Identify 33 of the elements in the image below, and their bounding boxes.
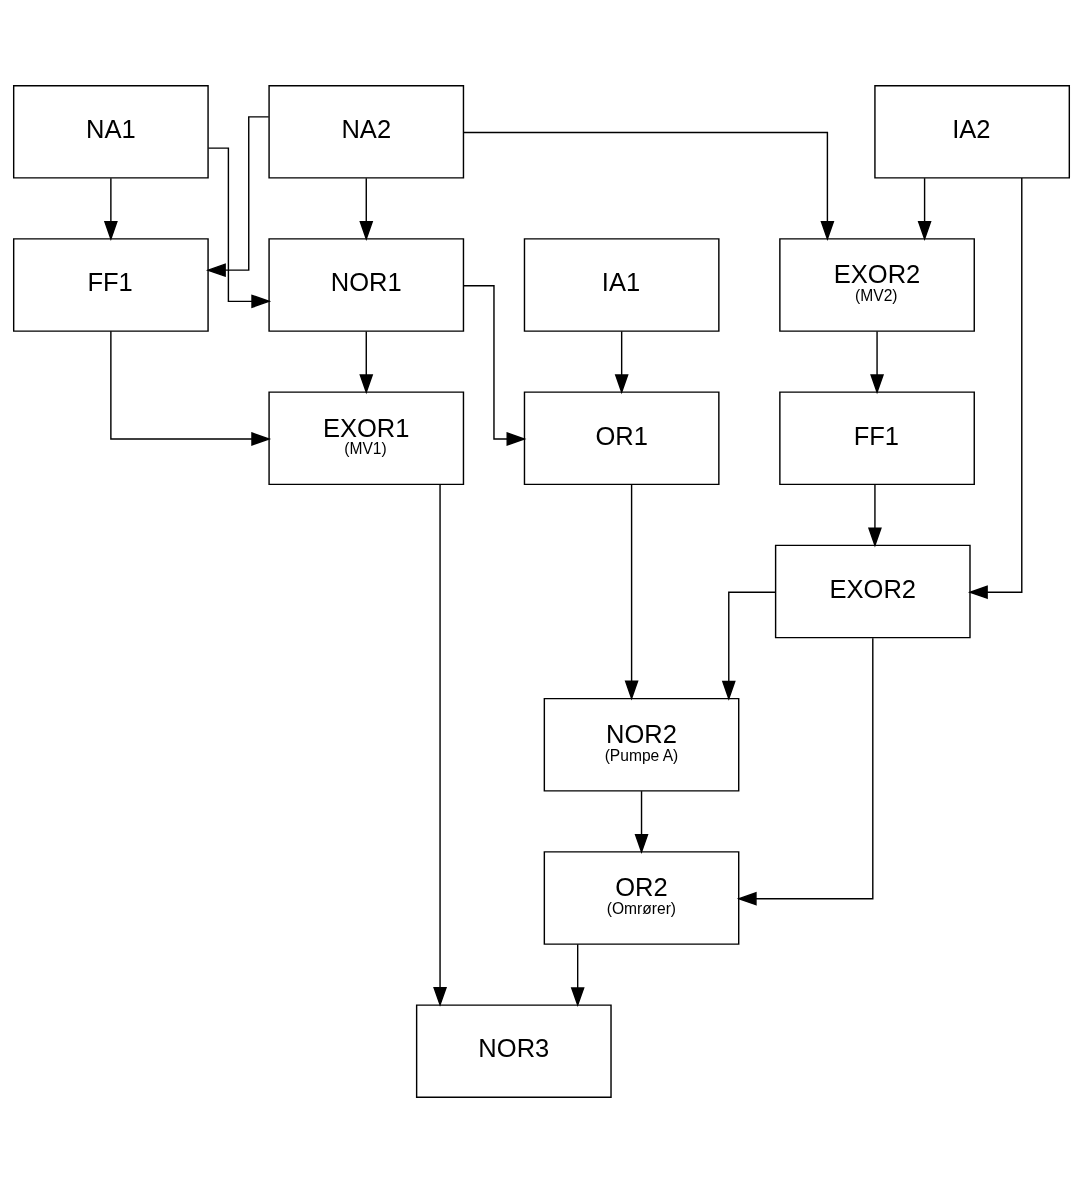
arrow [917,177,932,241]
arrow [103,177,118,241]
node-box: NOR1 [268,237,465,332]
node-box: OR1 [523,390,720,485]
arrow [624,483,639,700]
node-box: FF1 [12,237,209,332]
arrow [207,146,272,308]
arrow [462,131,835,241]
arrow [433,483,447,1007]
arrow [634,789,649,854]
arrow [867,483,882,547]
arrow [110,330,272,446]
node-box: NOR2 (Pumpe A) [543,697,740,792]
node-box: FF1 [779,390,975,485]
arrow [463,284,527,446]
arrow [359,177,374,241]
arrow [870,330,885,394]
arrow [736,636,874,906]
node-box: EXOR2 (MV2) [779,237,975,332]
node-box: IA2 [874,84,1071,179]
node-box: OR2 (Omrører) [543,850,740,945]
node-box: EXOR2 [774,544,971,638]
arrow [205,115,270,277]
node-box: NA2 [268,84,465,179]
node-box: IA1 [523,237,720,332]
arrow [967,176,1023,599]
arrow [721,591,777,701]
node-box: EXOR1 (MV1) [268,390,465,485]
arrow [614,330,629,394]
node-box: NOR3 [415,1003,612,1098]
arrow [570,943,585,1007]
node-box: NA1 [12,84,209,179]
arrow [359,330,374,394]
